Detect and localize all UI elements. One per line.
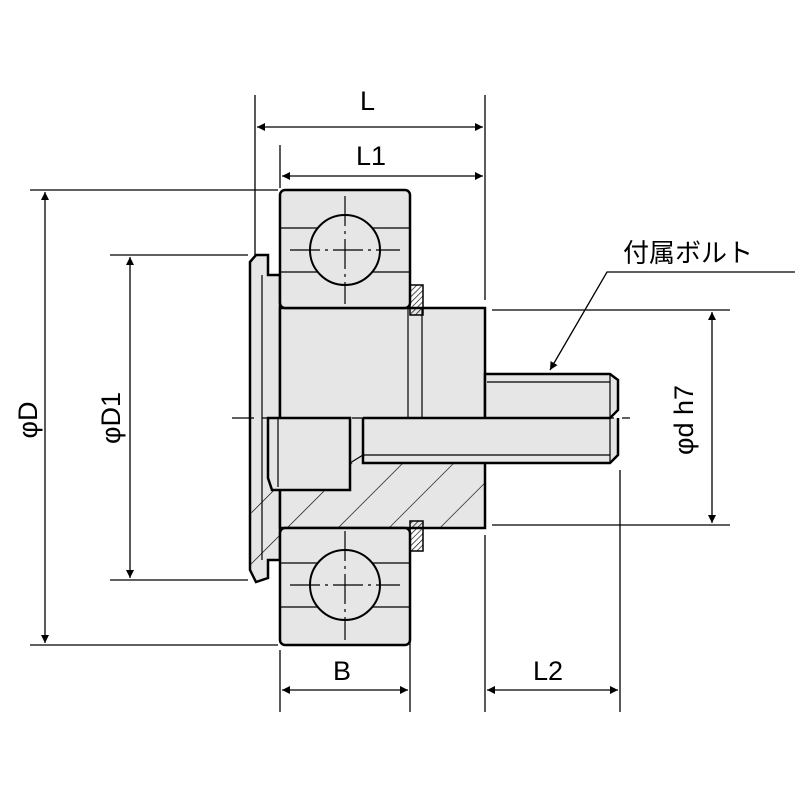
dim-label-phiD1: φD1 [96, 392, 126, 444]
dim-label-B: B [333, 656, 351, 686]
dim-label-phid-h7: φd h7 [669, 385, 699, 455]
part-geometry [232, 188, 630, 647]
dim-label-L1: L1 [356, 141, 386, 171]
bolt-callout-label: 付属ボルト [623, 238, 753, 268]
dimension-lines [41, 123, 716, 694]
dim-label-phiD: φD [13, 401, 43, 438]
bolt-callout-leader [549, 271, 795, 371]
dim-label-L2: L2 [533, 656, 563, 686]
dim-label-L: L [360, 86, 375, 116]
